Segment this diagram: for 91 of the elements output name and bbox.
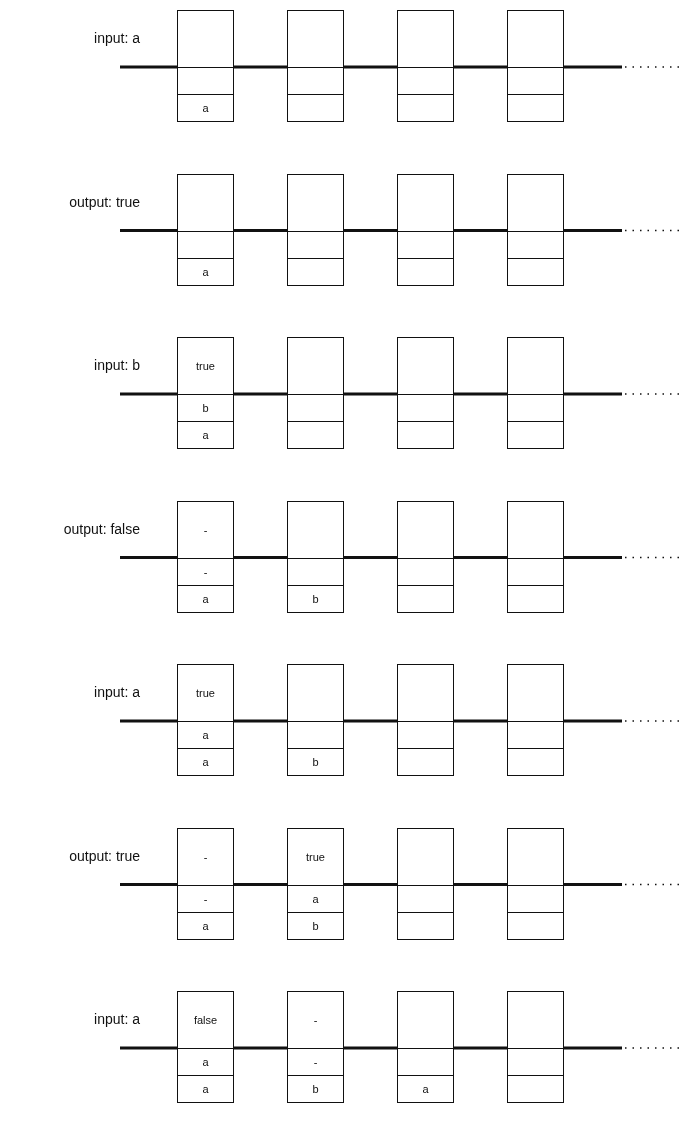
- lower-compartment: b: [287, 1075, 344, 1103]
- lower-compartment: b: [287, 748, 344, 776]
- lower-compartment: [397, 257, 454, 286]
- upper-compartment: [397, 827, 454, 886]
- upper-compartment: false: [177, 991, 234, 1050]
- step-label: output: true: [69, 847, 140, 864]
- lower-compartment: a: [177, 257, 234, 286]
- middle-compartment: [177, 230, 234, 259]
- step-label: input: a: [94, 30, 140, 46]
- upper-compartment: [397, 173, 454, 232]
- step-label: input: a: [94, 684, 140, 700]
- middle-compartment: [287, 557, 344, 586]
- middle-compartment: [507, 67, 564, 95]
- middle-compartment: [507, 884, 564, 913]
- step-label: output: false: [63, 520, 140, 537]
- upper-compartment: [507, 337, 564, 396]
- middle-compartment: [507, 394, 564, 422]
- middle-compartment: a: [177, 1048, 234, 1076]
- lower-compartment: [397, 911, 454, 940]
- lower-compartment: [507, 584, 564, 613]
- middle-compartment: -: [177, 884, 234, 913]
- upper-compartment: [177, 10, 234, 69]
- upper-compartment: [397, 500, 454, 559]
- middle-compartment: [507, 557, 564, 586]
- middle-compartment: [507, 230, 564, 259]
- upper-compartment: true: [177, 664, 234, 723]
- lower-compartment: a: [177, 94, 234, 122]
- middle-compartment: [397, 721, 454, 749]
- lower-compartment: [397, 584, 454, 613]
- lower-compartment: [397, 421, 454, 449]
- upper-compartment: [507, 500, 564, 559]
- middle-compartment: [397, 230, 454, 259]
- middle-compartment: [397, 67, 454, 95]
- lower-compartment: [397, 94, 454, 122]
- upper-compartment: [287, 173, 344, 232]
- upper-compartment: -: [287, 991, 344, 1050]
- step-label: output: true: [69, 193, 140, 210]
- lower-compartment: a: [177, 421, 234, 449]
- upper-compartment: [397, 10, 454, 69]
- lower-compartment: [507, 421, 564, 449]
- lower-compartment: [287, 421, 344, 449]
- upper-compartment: true: [177, 337, 234, 396]
- upper-compartment: [507, 664, 564, 723]
- upper-compartment: -: [177, 500, 234, 559]
- upper-compartment: [397, 337, 454, 396]
- upper-compartment: [287, 337, 344, 396]
- lower-compartment: [507, 94, 564, 122]
- upper-compartment: [397, 664, 454, 723]
- upper-compartment: [397, 991, 454, 1050]
- middle-compartment: [397, 1048, 454, 1076]
- middle-compartment: b: [177, 394, 234, 422]
- upper-compartment: [287, 10, 344, 69]
- middle-compartment: -: [177, 557, 234, 586]
- middle-compartment: [287, 394, 344, 422]
- upper-compartment: true: [287, 827, 344, 886]
- lower-compartment: a: [177, 584, 234, 613]
- lower-compartment: a: [177, 1075, 234, 1103]
- middle-compartment: [507, 1048, 564, 1076]
- upper-compartment: [287, 500, 344, 559]
- step-label: input: b: [94, 357, 140, 373]
- middle-compartment: [287, 721, 344, 749]
- upper-compartment: [507, 991, 564, 1050]
- middle-compartment: a: [177, 721, 234, 749]
- middle-compartment: [507, 721, 564, 749]
- upper-compartment: [507, 10, 564, 69]
- lower-compartment: a: [177, 748, 234, 776]
- lower-compartment: [287, 257, 344, 286]
- upper-compartment: [507, 173, 564, 232]
- upper-compartment: [507, 827, 564, 886]
- middle-compartment: a: [287, 884, 344, 913]
- lower-compartment: [507, 748, 564, 776]
- lower-compartment: a: [177, 911, 234, 940]
- lower-compartment: [507, 257, 564, 286]
- middle-compartment: [397, 557, 454, 586]
- lower-compartment: [287, 94, 344, 122]
- middle-compartment: [287, 230, 344, 259]
- middle-compartment: [177, 67, 234, 95]
- middle-compartment: [287, 67, 344, 95]
- step-label: input: a: [94, 1011, 140, 1027]
- lower-compartment: a: [397, 1075, 454, 1103]
- lower-compartment: b: [287, 584, 344, 613]
- middle-compartment: [397, 884, 454, 913]
- upper-compartment: -: [177, 827, 234, 886]
- lower-compartment: b: [287, 911, 344, 940]
- middle-compartment: [397, 394, 454, 422]
- lower-compartment: [507, 1075, 564, 1103]
- lower-compartment: [507, 911, 564, 940]
- lower-compartment: [397, 748, 454, 776]
- middle-compartment: -: [287, 1048, 344, 1076]
- upper-compartment: [287, 664, 344, 723]
- upper-compartment: [177, 173, 234, 232]
